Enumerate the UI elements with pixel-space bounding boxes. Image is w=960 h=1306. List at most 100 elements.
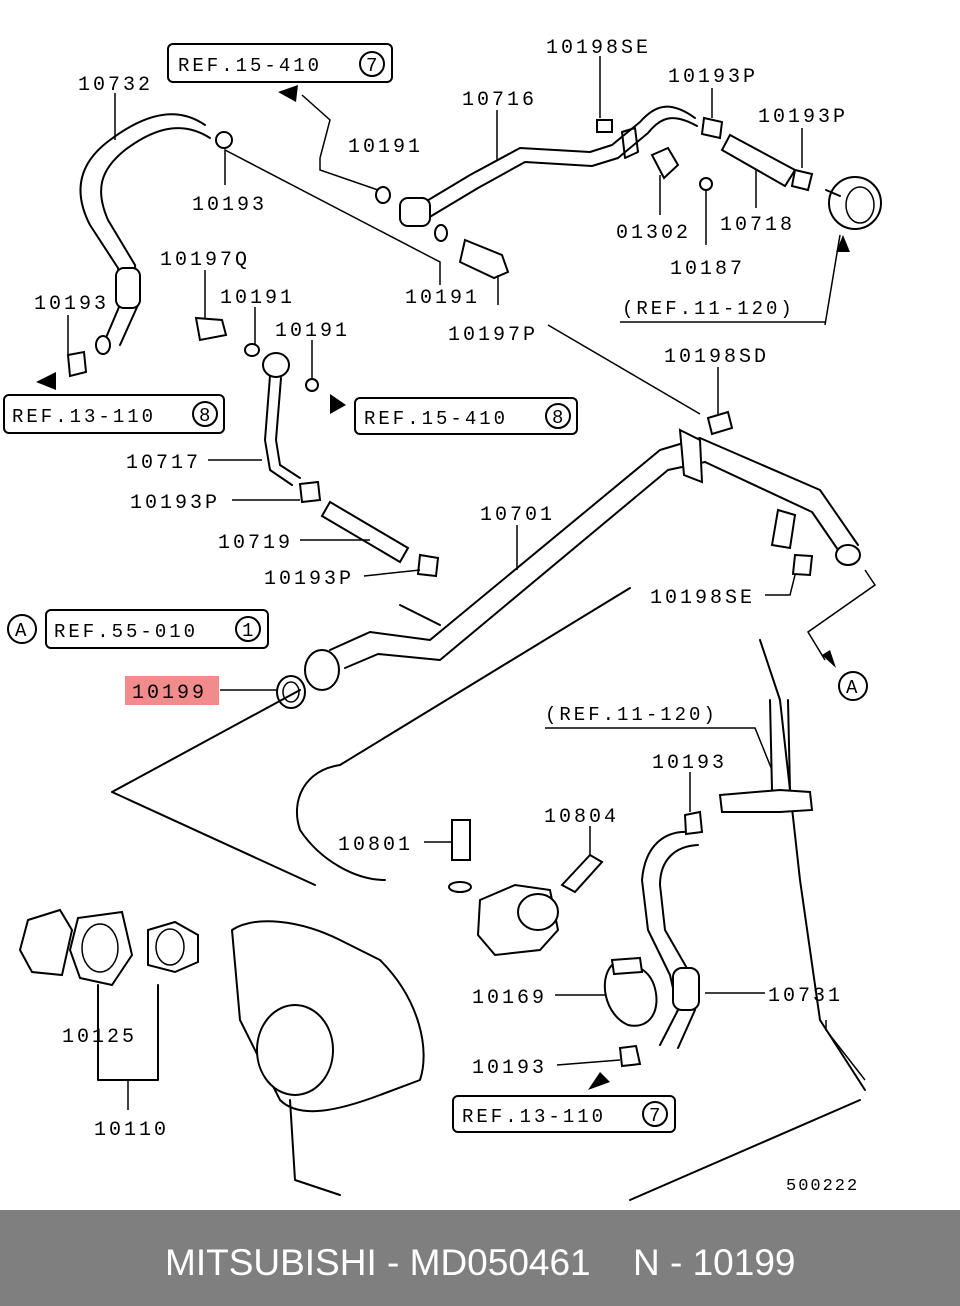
pipe-10701-inlet	[304, 649, 340, 691]
ref-box-frame	[167, 43, 393, 83]
label-10191-d[interactable]: 10191	[275, 320, 350, 343]
ref-box-15-410-top[interactable]: REF.15-410 7	[167, 43, 393, 83]
pipe-10701-inner	[344, 461, 846, 669]
ref-box-number-badge	[642, 1101, 668, 1127]
label-10193P-d[interactable]: 10193P	[264, 568, 354, 591]
arrow-icon	[836, 235, 850, 252]
bolt-10198SD	[706, 410, 734, 436]
label-10193P-a[interactable]: 10193P	[668, 66, 758, 89]
hose-10732-sleeve	[115, 267, 141, 309]
thermostat-cover	[18, 908, 74, 977]
label-10801[interactable]: 10801	[338, 834, 413, 857]
label-10191-b[interactable]: 10191	[405, 287, 480, 310]
hose-10732-inner	[100, 127, 211, 346]
label-10125[interactable]: 10125	[62, 1026, 137, 1049]
label-10193-right[interactable]: 10193	[652, 752, 727, 775]
label-10110[interactable]: 10110	[94, 1119, 169, 1142]
ref-box-text: REF.13-110	[462, 1106, 606, 1128]
sensor-10801	[451, 819, 471, 861]
ref-box-55-010[interactable]: A REF.55-010 1	[7, 609, 269, 649]
leader	[319, 158, 379, 191]
clamp-10169-band	[610, 956, 644, 976]
bolt-10197Q	[194, 316, 228, 342]
label-10198SE-mid[interactable]: 10198SE	[650, 587, 755, 610]
pipe-10716	[419, 105, 696, 206]
bracket-01302	[650, 146, 680, 180]
ref-box-text: REF.13-110	[12, 406, 156, 428]
label-10732[interactable]: 10732	[78, 74, 153, 97]
clamp-10193P-c	[298, 480, 322, 504]
label-10193-bottom[interactable]: 10193	[472, 1057, 547, 1080]
bracket-10716	[621, 127, 639, 159]
label-10717[interactable]: 10717	[126, 452, 201, 475]
ref-box-number: 8	[199, 405, 213, 427]
callout-a-right[interactable]: A	[838, 671, 868, 701]
arrow-icon	[822, 650, 836, 668]
clamp-10193-right	[683, 810, 704, 836]
callout-a-label: A	[15, 620, 29, 642]
label-10169[interactable]: 10169	[472, 987, 547, 1010]
ref-box-number: 7	[649, 1105, 663, 1127]
engine-block	[111, 587, 866, 1201]
leader	[363, 569, 421, 577]
label-10197Q[interactable]: 10197Q	[160, 249, 250, 272]
clamp-10193-top	[215, 131, 233, 149]
oring-10191-c	[244, 343, 260, 357]
hose-10731-inner	[659, 844, 699, 1049]
label-10701[interactable]: 10701	[480, 504, 555, 527]
gasket-10125-hole	[81, 923, 119, 973]
label-10731[interactable]: 10731	[768, 985, 843, 1008]
label-10187[interactable]: 10187	[670, 258, 745, 281]
bolt-10198SE-top	[596, 119, 613, 133]
ref-box-15-410-mid[interactable]: REF.15-410 8	[354, 397, 578, 435]
label-10193P-b[interactable]: 10193P	[758, 106, 848, 129]
label-01302[interactable]: 01302	[616, 222, 691, 245]
label-10191-top[interactable]: 10191	[348, 136, 423, 159]
label-10193-left[interactable]: 10193	[34, 293, 109, 316]
clamp-10193P-d	[416, 553, 440, 578]
hose-10732	[79, 113, 206, 341]
ref-box-13-110-bottom[interactable]: REF.13-110 7	[452, 1095, 676, 1133]
ref-box-number-badge	[235, 616, 261, 642]
washer-10801	[448, 881, 472, 893]
diagram-code: 500222	[786, 1177, 859, 1196]
arrow-icon	[330, 394, 346, 414]
part-labels: 10732 10716 10198SE 10193P 10193P 10191 …	[34, 37, 859, 1196]
label-10197P[interactable]: 10197P	[448, 324, 538, 347]
label-10193-top[interactable]: 10193	[192, 194, 267, 217]
outlet-neck	[517, 893, 559, 931]
clamp-10193-left	[66, 350, 88, 378]
bracket-10701	[770, 508, 797, 550]
arrow-icon	[588, 1072, 610, 1090]
label-10198SE-top[interactable]: 10198SE	[546, 37, 651, 60]
label-10193P-c[interactable]: 10193P	[130, 492, 220, 515]
ref-box-number-badge	[192, 401, 218, 427]
ref-box-frame	[3, 394, 225, 434]
footer-diagram-ref: N - 10199	[633, 1242, 796, 1283]
ref-box-number: 7	[366, 55, 380, 77]
label-10719[interactable]: 10719	[218, 532, 293, 555]
ref-box-13-110-left[interactable]: REF.13-110 8	[3, 394, 225, 434]
ref-box-frame	[452, 1095, 676, 1133]
parts-diagram: REF.15-410 7 REF.13-110 8 REF.15-410 8 A…	[3, 37, 882, 1201]
ref-paren-11-120-mid[interactable]: (REF.11-120)	[545, 704, 718, 726]
oring-10199	[276, 675, 306, 709]
gasket-10187	[699, 177, 713, 191]
label-10716[interactable]: 10716	[462, 89, 537, 112]
throttle-body-inner	[845, 186, 875, 224]
flange-10701	[678, 428, 704, 484]
leader	[547, 324, 701, 415]
label-10718[interactable]: 10718	[720, 214, 795, 237]
ref-paren-11-120-top[interactable]: (REF.11-120)	[622, 298, 795, 320]
hose-10719	[320, 500, 410, 564]
ref-box-text: REF.15-410	[178, 55, 322, 77]
pipe-10717	[264, 375, 293, 486]
pipe-10717-inner	[275, 377, 301, 479]
arrow-icon	[36, 372, 56, 390]
label-10804[interactable]: 10804	[544, 806, 619, 829]
leader	[545, 727, 773, 771]
label-10199[interactable]: 10199	[132, 682, 207, 705]
label-10198SD[interactable]: 10198SD	[664, 346, 769, 369]
throttle-nipple	[825, 189, 841, 197]
label-10191-c[interactable]: 10191	[220, 287, 295, 310]
